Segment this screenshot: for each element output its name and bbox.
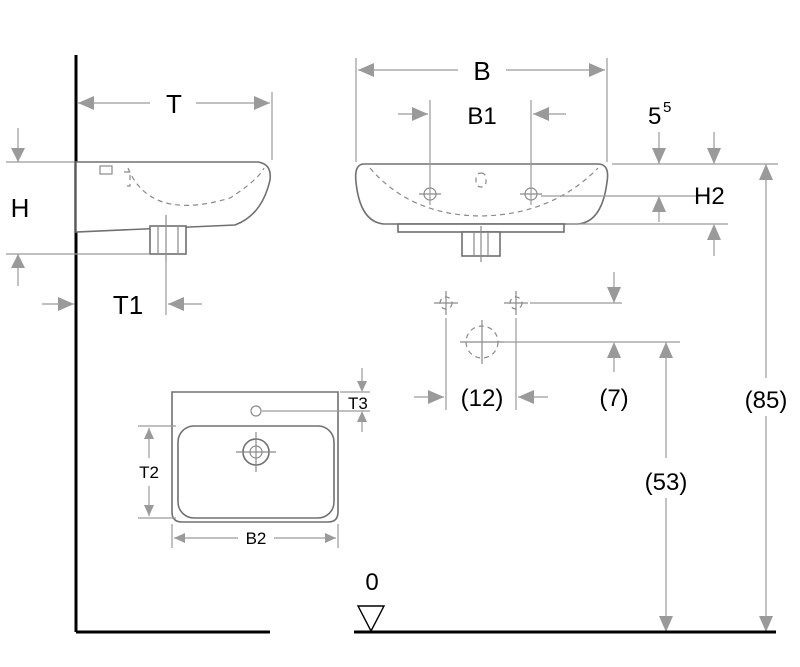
- drain-point: [460, 320, 504, 364]
- top-drain: [236, 432, 276, 472]
- label-5-base: 5: [648, 103, 661, 130]
- dim-T1: T1: [42, 262, 202, 320]
- dim-7: (7): [599, 272, 629, 412]
- dim-85: (85): [745, 164, 788, 632]
- dim-B: B: [355, 56, 608, 162]
- label-T: T: [166, 89, 182, 119]
- dim-12: (12): [414, 385, 548, 412]
- dim-B1: B1: [398, 100, 566, 205]
- dim-T2: T2: [138, 425, 176, 519]
- label-T3: T3: [348, 394, 368, 413]
- dim-B2: B2: [171, 524, 339, 548]
- supply-point-left: [434, 291, 458, 315]
- dim-T3: T3: [262, 368, 370, 432]
- dim-5-5: 5 5: [648, 99, 721, 164]
- label-B1: B1: [467, 103, 496, 130]
- label-12: (12): [461, 385, 504, 412]
- side-view: T H T1: [6, 55, 273, 634]
- connection-points: (12) (7): [414, 272, 680, 412]
- dim-H: H: [6, 128, 150, 286]
- supply-point-right: [504, 291, 528, 315]
- label-85: (85): [745, 387, 788, 414]
- side-basin-outline: [75, 161, 272, 233]
- top-view: T3 T2 B2: [138, 368, 370, 548]
- label-B2: B2: [246, 529, 267, 548]
- dim-T: T: [78, 89, 273, 160]
- label-T1: T1: [113, 290, 143, 320]
- label-T2: T2: [139, 463, 159, 482]
- top-tap-hole: [250, 405, 262, 417]
- side-drain-fitting: [149, 225, 187, 255]
- floor-datum: 0: [354, 569, 776, 634]
- label-B: B: [473, 56, 490, 86]
- side-overflow-detail: [99, 165, 113, 175]
- label-zero: 0: [365, 569, 378, 596]
- front-bowl-hidden-line: [369, 167, 599, 217]
- label-53: (53): [645, 469, 688, 496]
- datum-triangle-icon: [356, 605, 386, 633]
- dim-H2: H2: [541, 163, 778, 256]
- tap-hole: [475, 172, 487, 188]
- label-7: (7): [599, 385, 628, 412]
- front-view: B B1 5 5: [354, 56, 778, 262]
- dim-53: (53): [645, 342, 688, 632]
- side-mount-detail: [124, 171, 131, 187]
- label-H: H: [11, 193, 30, 223]
- label-5-sup: 5: [663, 99, 671, 116]
- label-H2: H2: [694, 183, 725, 210]
